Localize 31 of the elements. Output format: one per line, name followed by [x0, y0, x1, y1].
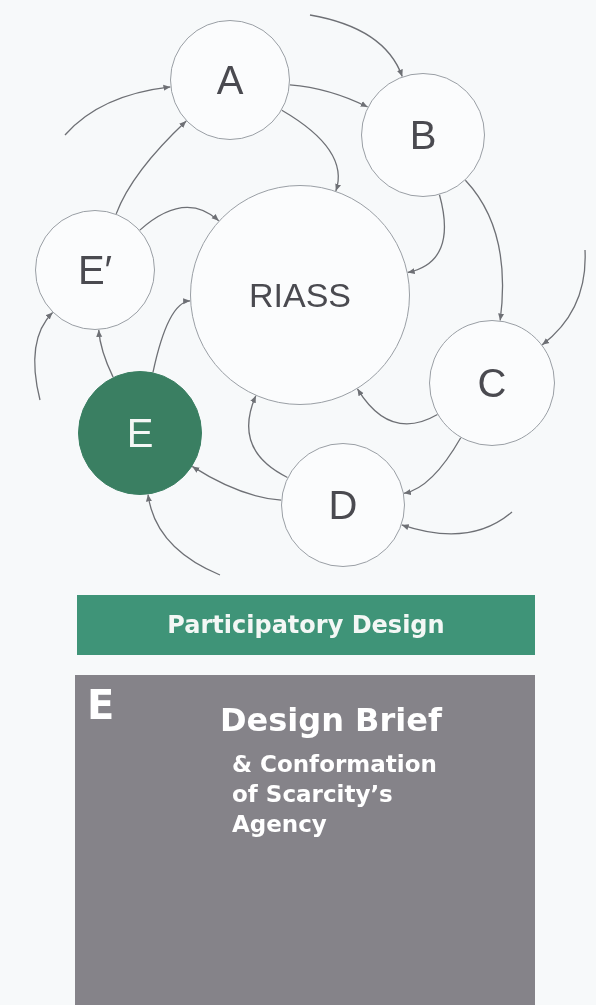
node-label: E′	[77, 250, 113, 290]
arrow	[289, 84, 369, 108]
card-heading: Design Brief	[220, 703, 442, 739]
node-label: RIASS	[248, 278, 351, 312]
arrow	[146, 493, 221, 576]
arrow	[403, 437, 462, 495]
node-label: A	[216, 60, 244, 100]
arrow	[541, 249, 586, 346]
card-text: & Conformation of Scarcity’s Agency	[232, 750, 438, 839]
arrow	[115, 120, 187, 215]
node-label: B	[409, 115, 437, 155]
description-card	[75, 675, 535, 1005]
arrow	[464, 179, 504, 322]
arrow	[407, 194, 446, 274]
arrow	[191, 465, 282, 501]
arrow	[64, 84, 172, 136]
arrow	[152, 299, 191, 373]
card-letter: E	[87, 685, 115, 725]
arrow	[356, 388, 439, 425]
arrow	[281, 109, 341, 192]
arrow	[34, 311, 54, 401]
band-title: Participatory Design	[167, 611, 445, 639]
node-label: E	[126, 413, 154, 453]
title-band	[77, 595, 535, 655]
node-label: C	[477, 363, 507, 403]
arrow	[96, 329, 114, 378]
arrow	[248, 395, 289, 479]
arrow	[309, 14, 403, 78]
arrow	[401, 511, 513, 535]
arrow	[139, 206, 220, 231]
node-label: D	[328, 485, 358, 525]
